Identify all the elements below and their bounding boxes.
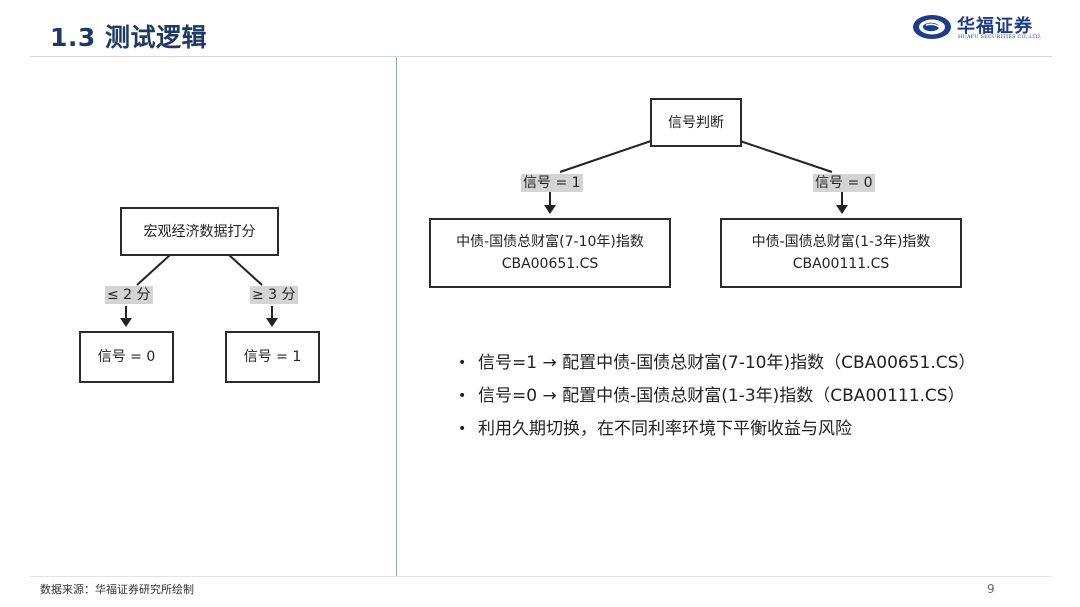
list-item: • 信号=0 → 配置中债-国债总财富(1-3年)指数（CBA00111.CS）: [458, 383, 975, 416]
left-root-to-left-edge-line: [136, 254, 171, 286]
data-source-note: 数据来源：华福证券研究所绘制: [40, 583, 194, 596]
right-left-arrow-icon: [544, 205, 556, 214]
right-root-to-right-edge-line: [739, 140, 833, 173]
long-bond-index-code: CBA00651.CS: [501, 256, 599, 272]
signal-judge-node-label: 信号判断: [668, 114, 724, 131]
company-logo: 华福证券 HUAFU SECURITIES CO.,LTD.: [912, 12, 1042, 44]
footer-divider: [30, 576, 1052, 577]
left-right-arrow-icon: [266, 318, 278, 327]
bullet-text: 利用久期切换，在不同利率环境下平衡收益与风险: [478, 419, 852, 439]
signal-one-node-label: 信号 = 1: [243, 349, 302, 365]
list-item: • 利用久期切换，在不同利率环境下平衡收益与风险: [458, 416, 975, 449]
signal-zero-node: 信号 = 0: [79, 331, 174, 383]
huafu-logo-icon: [913, 15, 951, 39]
macro-score-node: 宏观经济数据打分: [120, 207, 279, 256]
signal-one-node: 信号 = 1: [225, 331, 320, 383]
short-bond-index-name: 中债-国债总财富(1-3年)指数: [751, 234, 931, 250]
right-edge-label: ≥ 3 分: [250, 286, 298, 304]
left-root-to-right-edge-line: [228, 254, 263, 286]
short-bond-index-node: 中债-国债总财富(1-3年)指数 CBA00111.CS: [720, 218, 962, 288]
vertical-divider: [396, 57, 397, 576]
list-item: • 信号=1 → 配置中债-国债总财富(7-10年)指数（CBA00651.CS…: [458, 350, 975, 383]
right-left-edge-label: 信号 = 1: [521, 174, 583, 192]
page-title: 1.3 测试逻辑: [50, 23, 207, 52]
bullet-dot-icon: •: [458, 388, 467, 404]
logo-chinese-name: 华福证券: [957, 16, 1033, 37]
signal-judge-node: 信号判断: [650, 98, 742, 147]
left-left-arrow-icon: [120, 318, 132, 327]
macro-score-node-label: 宏观经济数据打分: [143, 223, 256, 240]
right-right-arrow-icon: [836, 205, 848, 214]
long-bond-index-name: 中债-国债总财富(7-10年)指数: [456, 234, 644, 250]
short-bond-index-code: CBA00111.CS: [792, 256, 890, 272]
bullet-text: 信号=1 → 配置中债-国债总财富(7-10年)指数（CBA00651.CS）: [478, 353, 976, 373]
bullet-dot-icon: •: [458, 421, 467, 437]
right-right-edge-label: 信号 = 0: [813, 174, 875, 192]
bullet-text: 信号=0 → 配置中债-国债总财富(1-3年)指数（CBA00111.CS）: [478, 386, 965, 406]
header-divider: [30, 56, 1052, 57]
signal-zero-node-label: 信号 = 0: [97, 349, 156, 365]
right-root-to-left-edge-line: [559, 140, 652, 173]
page-number: 9: [987, 582, 995, 596]
bullet-list: • 信号=1 → 配置中债-国债总财富(7-10年)指数（CBA00651.CS…: [458, 350, 975, 449]
left-edge-label: ≤ 2 分: [105, 286, 153, 304]
bullet-dot-icon: •: [458, 355, 467, 371]
long-bond-index-node: 中债-国债总财富(7-10年)指数 CBA00651.CS: [429, 218, 671, 288]
logo-english-name: HUAFU SECURITIES CO.,LTD.: [958, 34, 1042, 40]
